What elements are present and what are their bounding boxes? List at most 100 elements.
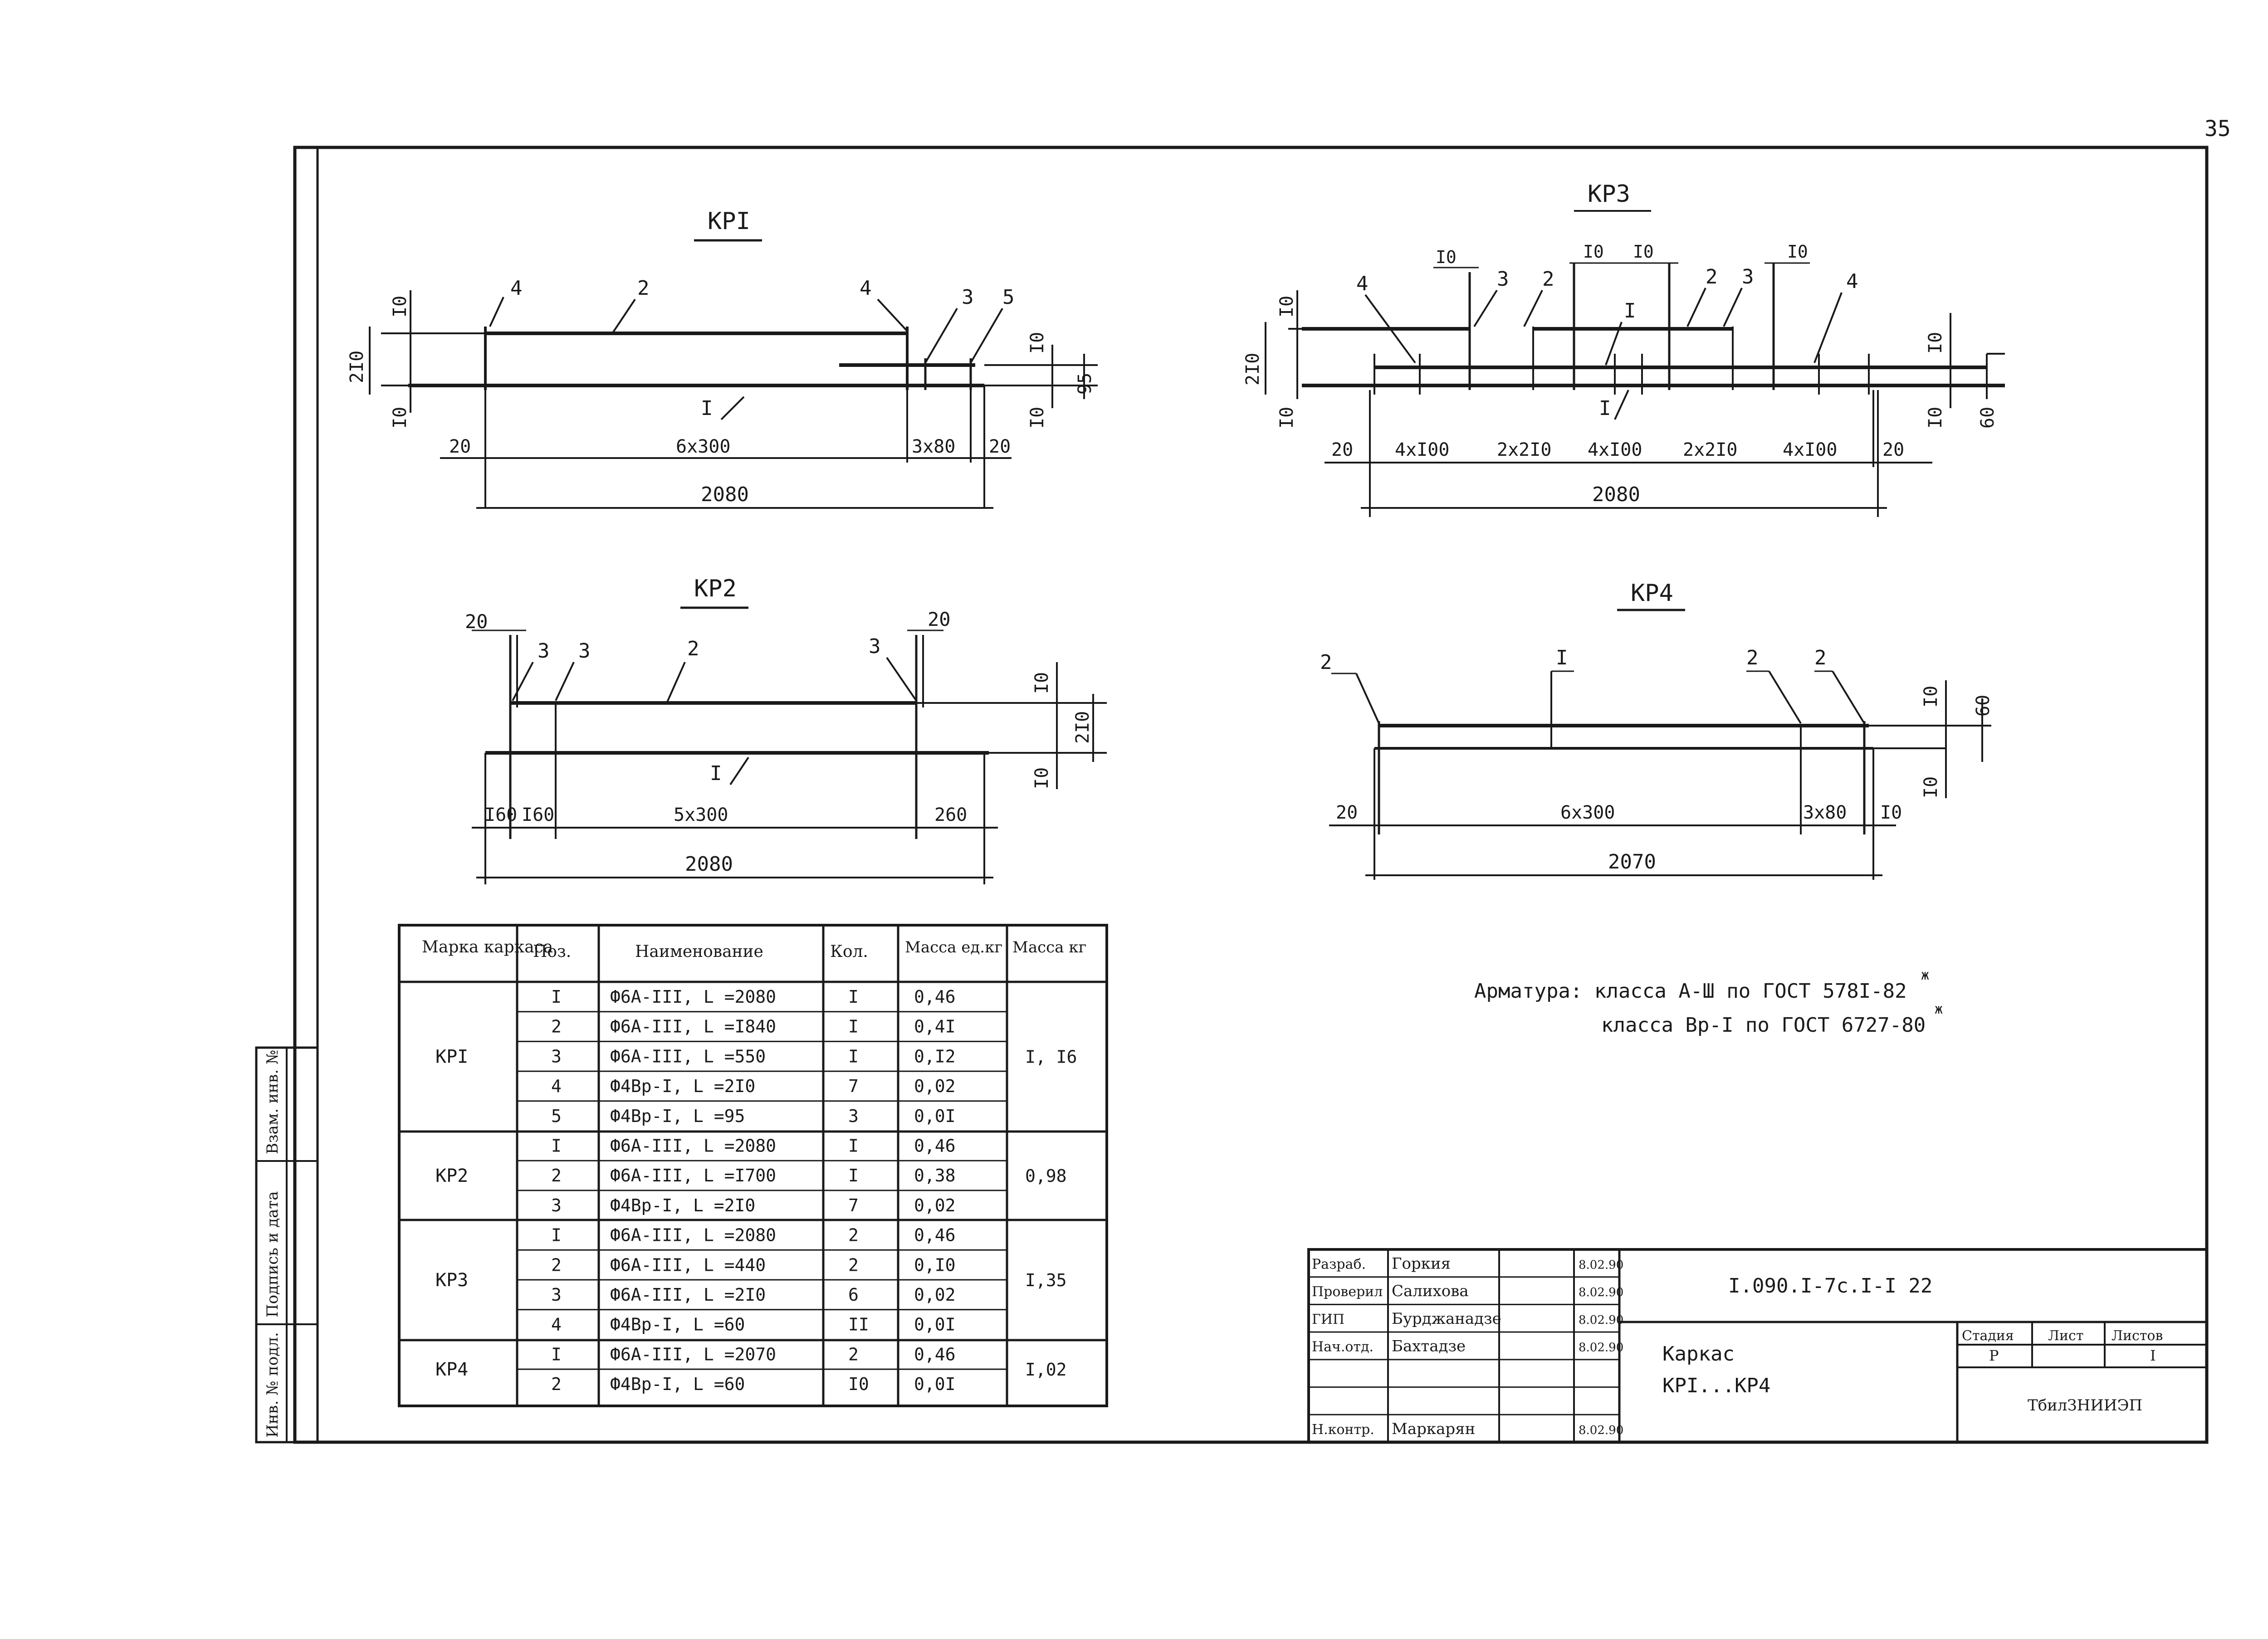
kr2-dim-2080: 2080 bbox=[685, 853, 733, 876]
kr4-title: КР4 bbox=[1631, 580, 1673, 607]
kr2-dim-20-left: 20 bbox=[465, 610, 488, 633]
stage-label: Стадия bbox=[1962, 1328, 2014, 1344]
kr1-callout-4b: 4 bbox=[860, 277, 872, 300]
notes: Арматура: класса А-Ш по ГОСТ 578I-82 ж к… bbox=[1474, 967, 1943, 1037]
sheets-value: I bbox=[2150, 1347, 2156, 1364]
table-cell-unit-mass: 0,I0 bbox=[914, 1255, 956, 1275]
kr4-dim-2070: 2070 bbox=[1608, 850, 1656, 873]
table-cell-unit-mass: 0,46 bbox=[914, 1225, 956, 1245]
stamp-inv-label: Инв. № подл. bbox=[264, 1332, 282, 1438]
kr2-dim-160a: I60 bbox=[484, 805, 517, 825]
table-cell-pos: I bbox=[551, 987, 562, 1007]
note-line-2-sup: ж bbox=[1935, 1001, 1943, 1017]
sheet-label: Лист bbox=[2048, 1328, 2083, 1344]
kr1-callout-1: I bbox=[701, 397, 713, 420]
table-cell-name: Ф6А-III, L =2080 bbox=[610, 987, 776, 1007]
header-total-mass: Масса кг bbox=[1012, 938, 1086, 956]
kr3-dim-10-d: I0 bbox=[1787, 242, 1808, 262]
table-cell-name: Ф4Вр-I, L =2I0 bbox=[610, 1076, 755, 1096]
kr4-dim-10: I0 bbox=[1880, 802, 1902, 823]
header-mark: Марка каркаса bbox=[422, 938, 553, 956]
kr1-dim-2080: 2080 bbox=[701, 483, 749, 506]
kr2-dim-20-right: 20 bbox=[928, 608, 951, 630]
table-cell-total: I, I6 bbox=[1025, 1047, 1077, 1067]
drawing-kr2: КР2 20 20 I0 2I0 I0 I60 I60 5x300 260 20… bbox=[465, 575, 1107, 884]
stamp-sign-label: Подпись и дата bbox=[264, 1191, 282, 1318]
kr3-dim-10-c: I0 bbox=[1633, 242, 1654, 262]
table-cell-unit-mass: 0,0I bbox=[914, 1374, 956, 1394]
kr4-dim-20: 20 bbox=[1336, 802, 1358, 823]
table-cell-total: I,35 bbox=[1025, 1270, 1067, 1290]
kr3-dim-10-b: I0 bbox=[1583, 242, 1604, 262]
table-cell-qty: I bbox=[848, 1017, 859, 1037]
kr1-dim-10-right: I0 bbox=[1027, 332, 1048, 354]
note-line-1-sup: ж bbox=[1921, 967, 1929, 983]
kr1-dim-10-bot: I0 bbox=[390, 407, 411, 429]
kr3-dim-20-right: 20 bbox=[1882, 439, 1904, 460]
kr1-dim-20-right: 20 bbox=[989, 436, 1011, 457]
table-cell-qty: 2 bbox=[848, 1255, 859, 1275]
kr1-dim-210: 2I0 bbox=[347, 351, 367, 383]
table-cell-total: 0,98 bbox=[1025, 1166, 1067, 1186]
table-cell-unit-mass: 0,02 bbox=[914, 1076, 956, 1096]
kr2-dim-5x300: 5x300 bbox=[674, 805, 728, 825]
table-cell-qty: 2 bbox=[848, 1344, 859, 1364]
table-cell-mark: КРI bbox=[435, 1046, 468, 1067]
kr3-dim-10-top: I0 bbox=[1276, 296, 1297, 317]
title-block-name: Салихова bbox=[1392, 1282, 1469, 1300]
kr3-dim-10-r2: I0 bbox=[1925, 407, 1946, 429]
kr2-callout-2: 2 bbox=[687, 637, 699, 660]
title-block-date: 8.02.90 bbox=[1579, 1286, 1623, 1299]
kr3-callout-3b: 3 bbox=[1742, 265, 1754, 288]
title-block-role: Проверил bbox=[1312, 1284, 1383, 1300]
kr3-dim-60: 60 bbox=[1977, 407, 1998, 429]
kr4-callout-2a: 2 bbox=[1320, 651, 1332, 674]
kr3-callout-2b: 2 bbox=[1706, 265, 1718, 288]
drawing-kr1: КРI I0 2I0 I0 I0 I0 95 20 6x bbox=[347, 208, 1098, 509]
header-name: Наименование bbox=[635, 942, 763, 961]
table-cell-pos: 4 bbox=[551, 1315, 562, 1335]
table-cell-pos: 4 bbox=[551, 1076, 562, 1096]
kr3-dim-4x100-b: 4xI00 bbox=[1588, 439, 1642, 460]
kr2-dim-10-bot: I0 bbox=[1031, 767, 1052, 789]
table-cell-name: Ф4Вр-I, L =60 bbox=[610, 1374, 745, 1394]
table-cell-name: Ф4Вр-I, L =60 bbox=[610, 1315, 745, 1335]
drawing-kr3: КРЗ I0 2I0 I0 I0 I0 I bbox=[1242, 180, 2005, 517]
kr3-dim-4x100-a: 4xI00 bbox=[1395, 439, 1449, 460]
kr4-callout-2b: 2 bbox=[1746, 646, 1759, 669]
spec-table: Марка каркаса Поз. Наименование Кол. Мас… bbox=[398, 924, 1108, 1407]
kr2-dim-160b: I60 bbox=[522, 805, 554, 825]
stamp-replace-label: Взам. инв. № bbox=[264, 1050, 282, 1154]
table-cell-qty: I bbox=[848, 1136, 859, 1156]
kr3-dim-20-left: 20 bbox=[1331, 439, 1353, 460]
table-cell-qty: I bbox=[848, 1046, 859, 1066]
table-cell-qty: 2 bbox=[848, 1225, 859, 1245]
table-cell-unit-mass: 0,02 bbox=[914, 1195, 956, 1215]
doc-name-line2: КРI...КР4 bbox=[1662, 1374, 1770, 1397]
title-block-name: Маркарян bbox=[1392, 1420, 1475, 1438]
kr2-callout-3b: 3 bbox=[578, 639, 591, 663]
table-cell-name: Ф6А-III, L =440 bbox=[610, 1255, 766, 1275]
title-block-role: Разраб. bbox=[1312, 1257, 1366, 1273]
kr2-callout-3a: 3 bbox=[538, 639, 550, 663]
kr1-dim-3x80: 3x80 bbox=[912, 436, 955, 457]
kr1-dim-6x300: 6x300 bbox=[676, 436, 730, 457]
sheets-label: Листов bbox=[2112, 1328, 2163, 1344]
table-cell-unit-mass: 0,I2 bbox=[914, 1046, 956, 1066]
kr3-callout-4a: 4 bbox=[1356, 272, 1369, 295]
table-cell-pos: 2 bbox=[551, 1166, 562, 1185]
kr1-callout-3: 3 bbox=[962, 286, 974, 309]
title-block-date: 8.02.90 bbox=[1579, 1341, 1623, 1355]
kr1-callout-4a: 4 bbox=[510, 277, 523, 300]
table-cell-qty: I0 bbox=[848, 1374, 869, 1394]
table-cell-pos: 2 bbox=[551, 1255, 562, 1275]
table-cell-pos: 3 bbox=[551, 1285, 562, 1305]
kr3-callout-4b: 4 bbox=[1846, 270, 1858, 293]
kr3-dim-10-bot: I0 bbox=[1276, 407, 1297, 429]
note-line-2: класса Вр-I по ГОСТ 6727-80 bbox=[1601, 1014, 1926, 1037]
title-block-name: Бахтадзе bbox=[1392, 1337, 1466, 1356]
page-number: 35 bbox=[2204, 116, 2231, 141]
kr3-dim-210: 2I0 bbox=[1242, 353, 1263, 385]
